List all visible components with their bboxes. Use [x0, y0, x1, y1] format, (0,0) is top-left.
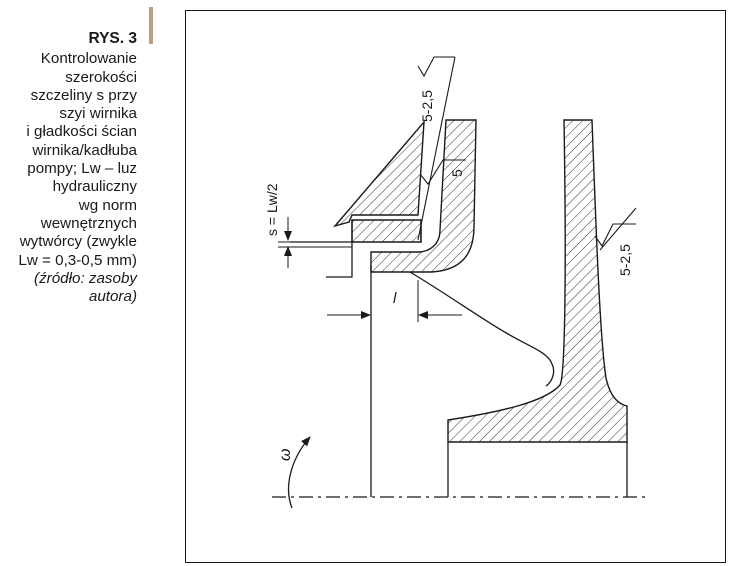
- caption-line: Lw = 0,3-0,5 mm): [18, 251, 137, 269]
- roughness-label-right: 5-2,5: [617, 244, 633, 276]
- roughness-symbol-mid: [419, 159, 466, 185]
- caption-line: wirnika/kadłuba: [32, 141, 137, 159]
- caption-line: wytwórcy (zwykle: [19, 233, 137, 251]
- roughness-leader-right: [599, 207, 637, 251]
- rotation-arrow: [288, 436, 311, 509]
- figure-label: RYS. 3: [88, 30, 137, 47]
- roughness-leader-top: [417, 56, 456, 241]
- caption-line: wg norm: [78, 196, 137, 214]
- caption-line: szerokości: [65, 68, 137, 86]
- casing-wall: [332, 119, 425, 228]
- roughness-symbol-right: [594, 223, 636, 248]
- roughness-label-mid: 5: [449, 169, 465, 177]
- caption-line: pompy; Lw – luz: [27, 160, 137, 178]
- caption-line: szczeliny s przy: [30, 86, 137, 104]
- gap-label: s = Lw/2: [264, 183, 280, 236]
- length-label: l: [393, 290, 397, 307]
- caption-line: szyi wirnika: [59, 105, 137, 123]
- caption-accent-bar: [149, 7, 153, 44]
- caption-line: autora): [88, 288, 137, 306]
- roughness-label-top: 5-2,5: [419, 90, 435, 122]
- roughness-symbol-top: [417, 56, 455, 78]
- impeller-hub: [447, 119, 628, 443]
- caption-line: wewnętrznych: [40, 214, 137, 232]
- caption-line: hydrauliczny: [52, 178, 137, 196]
- rotation-label: ω: [277, 449, 294, 461]
- impeller-front-shroud: [370, 119, 477, 273]
- impeller-blade-curve: [409, 271, 555, 387]
- caption-line: i gładkości ścian: [26, 123, 137, 141]
- figure-caption: RYS. 3 Kontrolowanie szerokości szczelin…: [0, 30, 137, 306]
- caption-line: Kontrolowanie: [40, 50, 137, 68]
- caption-line: (źródło: zasoby: [34, 269, 137, 287]
- casing-wear-ring: [351, 219, 422, 243]
- drawing-frame: [185, 10, 726, 563]
